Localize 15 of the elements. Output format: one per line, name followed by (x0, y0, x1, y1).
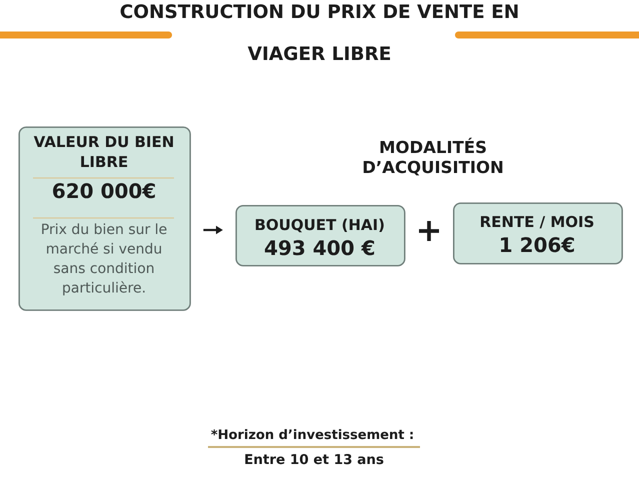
plus-sign: + (418, 220, 440, 242)
title: CONSTRUCTION DU PRIX DE VENTE EN VIAGER LIBRE (120, 4, 518, 60)
info-box (18, 126, 191, 311)
amount: 1 206€ (501, 237, 574, 252)
amount: 620 000€ (53, 183, 155, 198)
amount-box (236, 205, 406, 266)
box-heading: VALEUR DU BIEN LIBRE (34, 136, 173, 167)
amount: 493 400 € (264, 240, 374, 256)
description: Prix du bien sur le marché si vendu sans condition particulière. (42, 223, 166, 296)
box-heading: RENTE / MOIS (480, 216, 594, 228)
note: *Horizon d’investissement : (211, 429, 413, 440)
amount-box (453, 202, 623, 264)
note: Entre 10 et 13 ans (245, 454, 384, 464)
box-heading: BOUQUET (HAI) (256, 218, 384, 232)
section-heading: MODALITÉS D’ACQUISITION (364, 138, 502, 176)
